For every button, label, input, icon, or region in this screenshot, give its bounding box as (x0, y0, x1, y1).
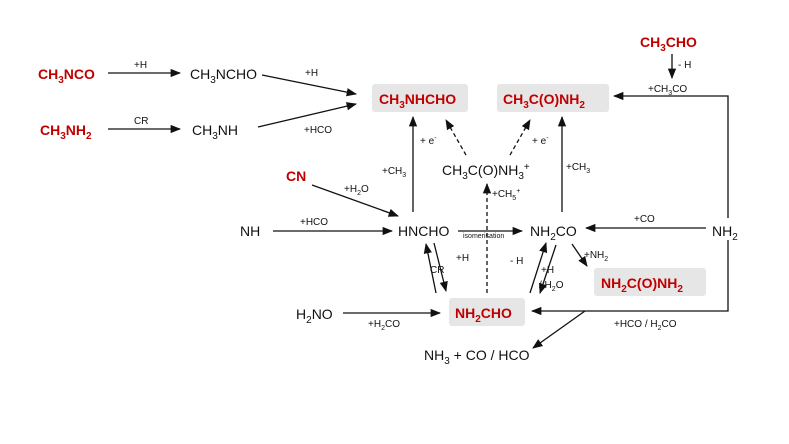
label-cr-2: CR (430, 265, 444, 276)
species-nh: NH (240, 223, 260, 239)
reaction-arrows (108, 54, 729, 349)
species-ch3nh: CH3NH (192, 122, 238, 142)
arrow-ch3nh-ch3nhcho (257, 102, 358, 128)
label-plus-h-2: +H (305, 68, 318, 79)
arrow-nh2cho-hncho (423, 242, 437, 294)
label-plus-h2co: +H2CO (368, 319, 400, 332)
label-plus-hco-1: +HCO (304, 125, 332, 136)
ch3conh2-box (497, 84, 609, 112)
label-plus-h-3: +H (456, 253, 469, 264)
label-plus-co: +CO (634, 214, 655, 225)
label-plus-ch3-2: +CH3 (566, 162, 590, 175)
species-ch3nco: CH3NCO (38, 66, 95, 86)
ch3nhcho-box (372, 84, 468, 112)
dashed-arrow-to-ch3conh2 (509, 119, 531, 156)
dashed-arrow-to-ch3nhcho (445, 119, 467, 156)
label-plus-ch3-1: +CH3 (382, 166, 406, 179)
arrow-ch3ncho-ch3nhcho (261, 74, 358, 97)
species-nh2co: NH2CO (530, 223, 577, 243)
arrow-nh2co-nh2cho (539, 244, 557, 294)
species-ch3nh2: CH3NH2 (40, 122, 92, 142)
species-products: NH3 + CO / HCO (424, 347, 530, 367)
species-hncho: HNCHO (398, 223, 449, 239)
species-h2no: H2NO (296, 306, 333, 326)
species-ch3cho: CH3CHO (640, 34, 697, 54)
nh2cho-box (449, 298, 525, 326)
arrow-to-products (532, 310, 586, 349)
species-nh2: NH2 (712, 223, 738, 243)
label-plus-ch5: +CH5+ (492, 188, 520, 202)
label-slash-h2o: / H2O (539, 280, 564, 293)
label-plus-h-4: +H (541, 265, 554, 276)
label-cr-1: CR (134, 116, 148, 127)
species-ch3ncho: CH3NCHO (190, 66, 257, 86)
arrow-nh2-ch3conh2 (612, 91, 729, 218)
arrow-cn-hncho (311, 184, 399, 217)
label-plus-h2o: +H2O (344, 184, 369, 197)
species-nh2cho: NH2CHO (455, 305, 512, 325)
label-plus-e-2: + e- (532, 135, 549, 147)
label-minus-h-1: - H (678, 60, 691, 71)
label-plus-e-1: + e- (420, 135, 437, 147)
label-plus-hco-2: +HCO (300, 217, 328, 228)
label-plus-h-1: +H (134, 60, 147, 71)
arrow-nh2co-urea (571, 243, 588, 267)
label-plus-nh2: +NH2 (584, 250, 608, 263)
arrow-hncho-nh2cho (433, 242, 448, 293)
species-cn: CN (286, 168, 306, 184)
arrow-nh2-nh2cho (530, 240, 729, 316)
label-plus-hco-h2co: +HCO / H2CO (614, 319, 677, 332)
label-isomerisation: isomerisation (463, 233, 504, 240)
species-ch3conh3: CH3C(O)NH3+ (442, 162, 530, 182)
species-ch3nhcho: CH3NHCHO (379, 91, 456, 111)
arrow-nh2cho-nh2co (529, 242, 548, 294)
nh2conh2-box (594, 268, 706, 296)
label-minus-h-2: - H (510, 256, 523, 267)
label-plus-ch3co: +CH3CO (648, 84, 687, 97)
